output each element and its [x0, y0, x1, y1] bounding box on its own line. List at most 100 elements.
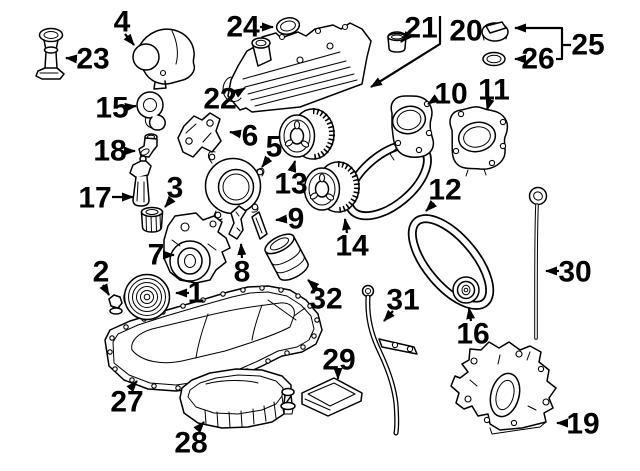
timing-cover-2-drawing	[389, 95, 435, 161]
callout-label: 26	[521, 43, 554, 76]
bracket-drawing	[177, 112, 222, 158]
callout-label: 25	[571, 29, 604, 62]
elbow-fitting-drawing	[138, 133, 158, 158]
cam-pulley-1-drawing	[278, 108, 335, 160]
leader-line	[237, 243, 247, 259]
callout-label: 31	[386, 284, 419, 317]
leader-line	[400, 31, 412, 43]
callout-label: 2	[93, 256, 110, 289]
callout-14: 14	[335, 218, 369, 263]
grommet-15-drawing	[136, 91, 166, 131]
callout-label: 28	[174, 427, 207, 460]
callout-7: 7	[148, 239, 175, 272]
cap-gasket-drawing	[482, 51, 506, 67]
callout-label: 6	[242, 120, 259, 153]
callout-30: 30	[545, 256, 592, 289]
dipstick-drawing	[528, 186, 548, 340]
leader-line	[233, 87, 246, 98]
leader-line	[383, 309, 395, 322]
front-cover-drawing	[132, 28, 196, 90]
callout-19: 19	[556, 408, 600, 441]
callout-24: 24	[226, 11, 274, 44]
oring-drawing	[275, 17, 301, 35]
callout-9: 9	[275, 203, 305, 236]
callout-13: 13	[274, 160, 308, 201]
knurled-plug-drawing	[140, 206, 164, 233]
callout-label: 1	[188, 277, 205, 310]
callout-label: 32	[309, 283, 342, 316]
callout-label: 7	[148, 239, 165, 272]
callout-label: 19	[566, 408, 599, 441]
callout-label: 11	[478, 74, 510, 107]
belt-keys-drawing	[228, 205, 268, 240]
callout-3: 3	[164, 172, 184, 208]
callout-label: 23	[76, 43, 109, 76]
callout-label: 16	[456, 318, 489, 351]
leader-line	[164, 195, 176, 208]
callout-label: 8	[234, 256, 251, 289]
callout-label: 9	[288, 203, 305, 236]
callout-label: 22	[203, 83, 236, 116]
leader-line	[342, 218, 352, 234]
callout-28: 28	[174, 421, 208, 460]
callout-label: 27	[110, 386, 143, 419]
oil-filler-cap-drawing	[481, 21, 509, 42]
leader-line	[514, 23, 571, 47]
oil-pump-drawing	[450, 341, 557, 435]
leader-line	[99, 283, 110, 296]
crank-pulley-drawing	[123, 273, 171, 321]
callout-label: 29	[322, 344, 355, 377]
leader-line	[126, 380, 138, 393]
callout-15: 15	[95, 92, 137, 125]
callout-11: 11	[478, 74, 510, 111]
callout-1: 1	[175, 277, 205, 310]
filler-tube-drawing	[35, 27, 65, 80]
callout-20: 20	[370, 15, 483, 88]
leader-line	[261, 155, 273, 168]
callout-label: 5	[266, 131, 283, 164]
callout-8: 8	[234, 243, 251, 289]
oil-pan-lower-drawing	[179, 368, 292, 429]
leader-line	[556, 45, 564, 61]
tensioner-assembly-drawing	[163, 212, 231, 284]
idler-pulley-drawing	[452, 276, 480, 304]
callout-label: 17	[78, 182, 111, 215]
oil-filter-drawing	[264, 233, 309, 281]
valve-cover-drawing	[222, 22, 372, 113]
callout-label: 24	[226, 11, 260, 44]
callout-26: 26	[514, 43, 555, 76]
callout-6: 6	[229, 120, 259, 153]
callout-16: 16	[456, 307, 490, 351]
leader-line	[124, 102, 137, 112]
callout-18: 18	[93, 135, 136, 168]
leader-line	[65, 54, 78, 64]
leader-line	[466, 307, 476, 322]
leader-line	[229, 129, 242, 139]
callout-12: 12	[425, 174, 462, 212]
sensor-drawing	[129, 155, 152, 207]
leader-line	[370, 16, 442, 88]
leader-line	[275, 214, 288, 224]
callout-label: 3	[167, 172, 184, 205]
callout-27: 27	[110, 380, 144, 419]
callout-29: 29	[322, 344, 356, 380]
callout-label: 15	[95, 92, 128, 125]
callout-22: 22	[203, 83, 246, 116]
callout-label: 30	[558, 256, 591, 289]
baffle-plate-drawing	[280, 377, 363, 417]
callout-17: 17	[78, 182, 134, 215]
callout-label: 4	[114, 6, 131, 39]
callout-label: 21	[404, 12, 437, 45]
callout-label: 18	[93, 135, 126, 168]
callout-25: 25	[514, 23, 605, 62]
callout-23: 23	[65, 43, 110, 76]
callout-5: 5	[261, 131, 283, 168]
cam-pulley-2-drawing	[303, 161, 360, 213]
callout-label: 13	[274, 168, 307, 201]
callout-label: 14	[335, 230, 369, 263]
callout-label: 10	[434, 78, 467, 111]
grommet-21-drawing	[387, 31, 407, 53]
callout-4: 4	[114, 6, 135, 46]
callout-32: 32	[307, 279, 343, 316]
